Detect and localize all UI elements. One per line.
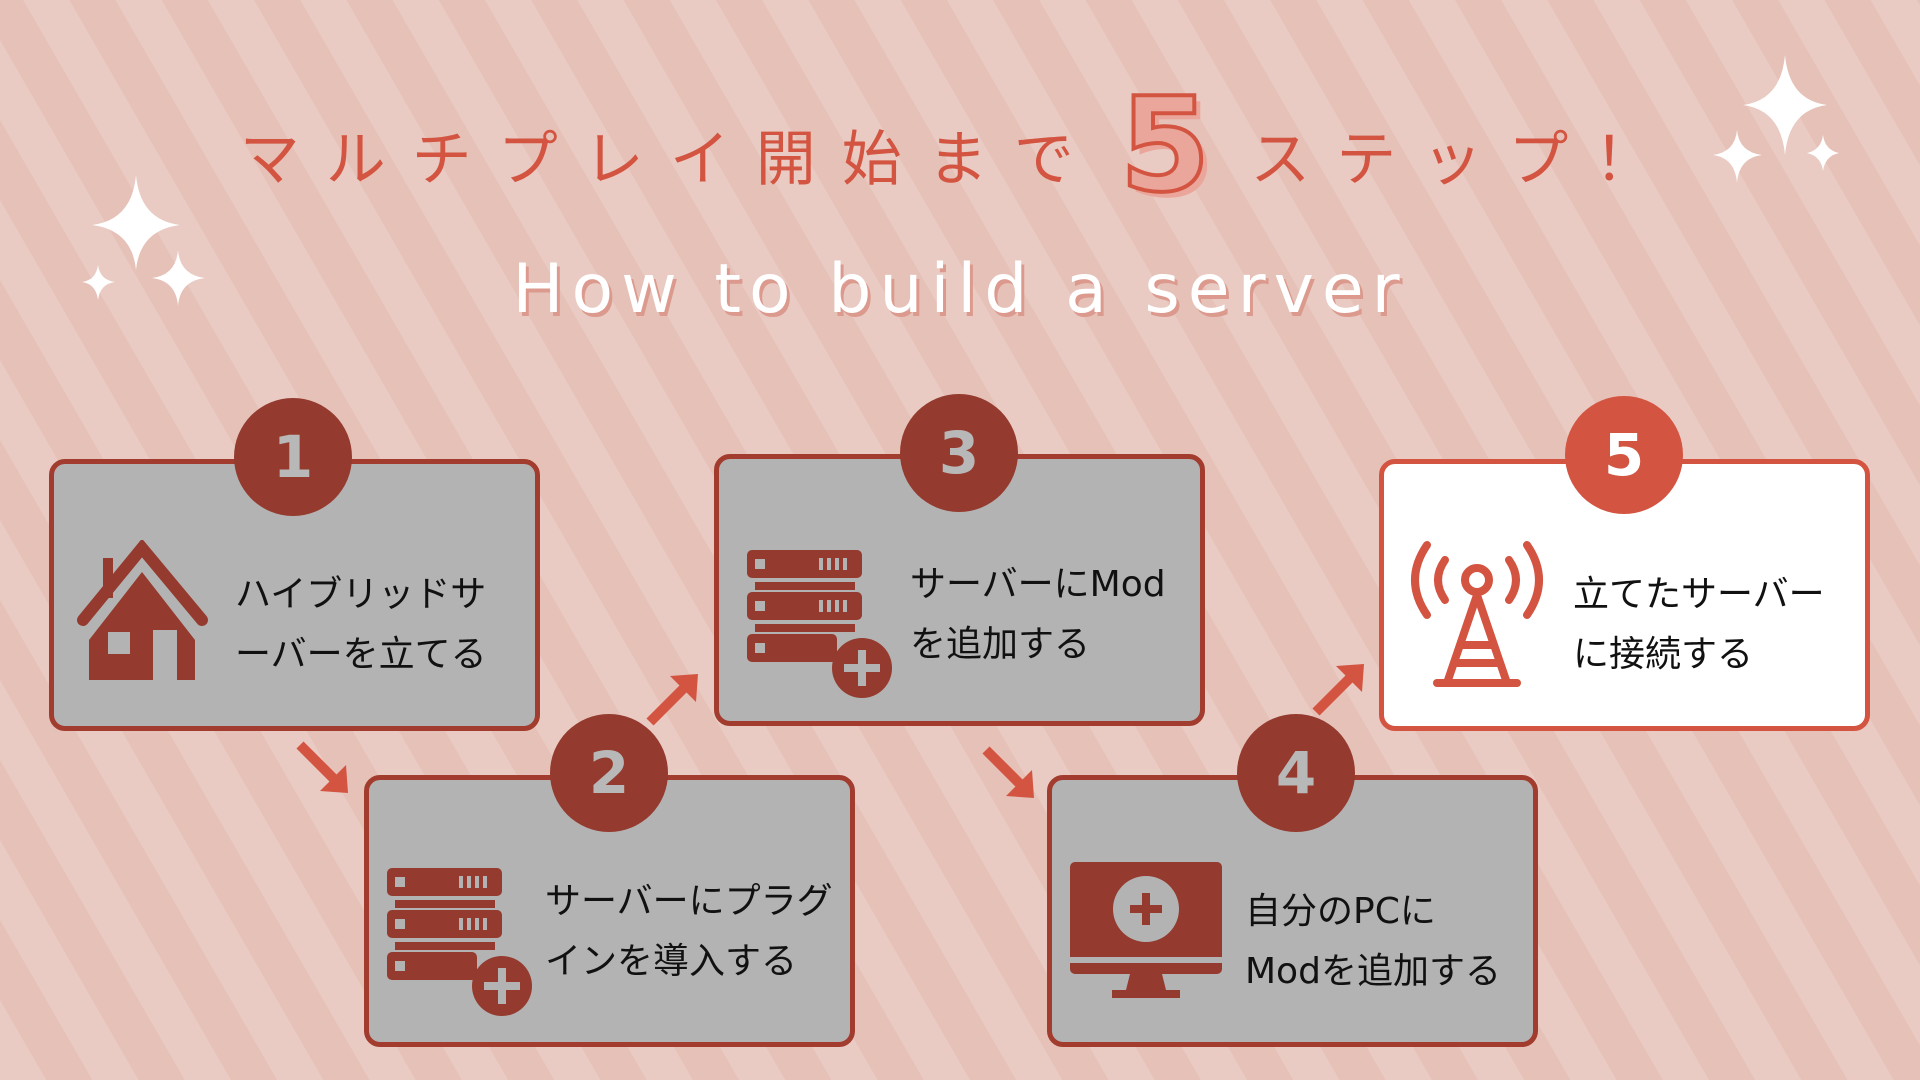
step-line: 自分のPCに (1245, 891, 1436, 932)
step-line: インを導入する (545, 941, 798, 982)
antenna-icon (1411, 541, 1543, 687)
server-add-icon (747, 550, 892, 698)
house-icon (77, 540, 208, 680)
step-text-5: 立てたサーバーに接続する (1573, 565, 1825, 685)
step-number-1: 1 (234, 398, 352, 516)
step-number-5: 5 (1565, 396, 1683, 514)
step-line: ーバーを立てる (235, 634, 487, 675)
server-add-icon (387, 868, 532, 1016)
step-line: を追加する (910, 624, 1091, 665)
step-number-2: 2 (550, 714, 668, 832)
sparkle-icon (82, 175, 205, 306)
arrow-icon (982, 746, 1034, 798)
step-text-2: サーバーにプラグインを導入する (545, 872, 833, 992)
title-after: ステップ！ (1250, 125, 1681, 195)
monitor-add-icon (1070, 862, 1222, 998)
arrow-icon (646, 674, 698, 726)
step-text-1: ハイブリッドサーバーを立てる (235, 565, 487, 685)
step-number-3: 3 (900, 394, 1018, 512)
step-line: に接続する (1573, 634, 1754, 675)
arrow-icon (296, 741, 348, 793)
sparkle-icon (1713, 55, 1839, 183)
step-line: Modを追加する (1245, 951, 1501, 992)
step-line: サーバーにMod (910, 564, 1166, 605)
step-text-3: サーバーにMod を追加する (910, 555, 1166, 675)
step-line: ハイブリッドサ (235, 574, 487, 615)
title-before: マルチプレイ開始まで (239, 125, 1100, 195)
title-number: 5 (1118, 69, 1212, 221)
step-number-4: 4 (1237, 714, 1355, 832)
arrow-icon (1312, 664, 1364, 716)
step-line: 立てたサーバー (1573, 574, 1825, 615)
step-line: サーバーにプラグ (545, 881, 833, 922)
subtitle: How to build a server (512, 250, 1408, 329)
step-text-4: 自分のPCに Modを追加する (1245, 882, 1501, 1002)
